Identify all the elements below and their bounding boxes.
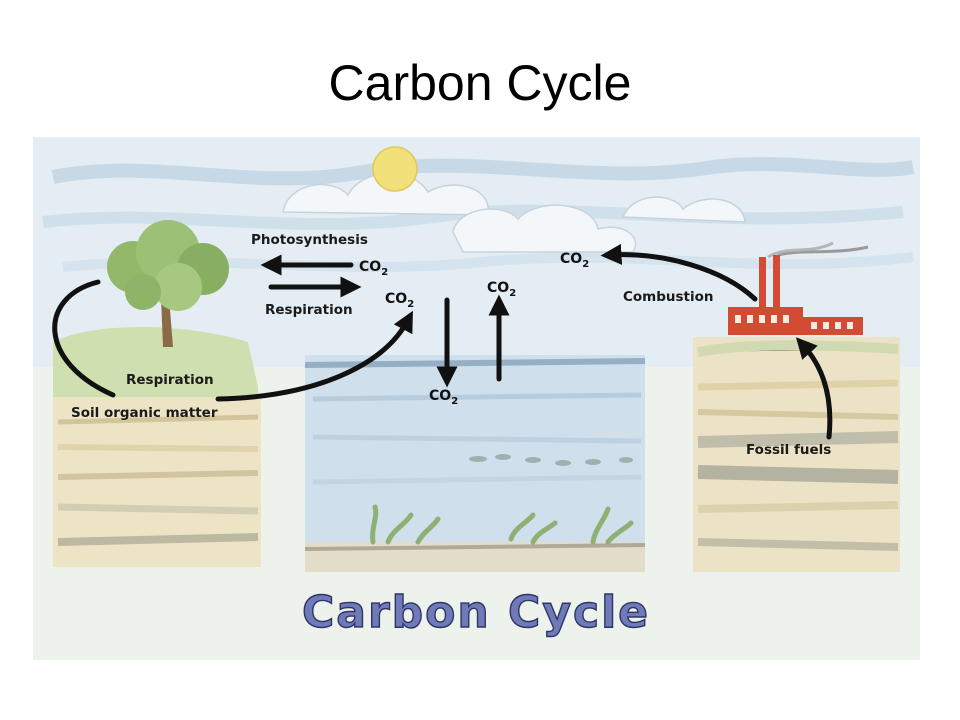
co2-label-tree: CO2	[359, 259, 388, 278]
ocean	[304, 355, 646, 572]
co2-label-center-left: CO2	[385, 291, 414, 310]
combustion-arrow	[600, 243, 758, 302]
label-respiration-left: Respiration	[126, 372, 214, 388]
arrows	[52, 243, 833, 440]
label-combustion: Combustion	[623, 289, 714, 305]
carbon-cycle-diagram: Photosynthesis Respiration Respiration S…	[33, 137, 920, 660]
factory-icon	[728, 241, 869, 335]
co2-label-center-right: CO2	[487, 280, 516, 299]
tree-icon	[107, 220, 229, 347]
seaweed-icon	[370, 504, 634, 545]
diagram-banner: Carbon Cycle	[302, 587, 650, 638]
label-respiration-top: Respiration	[265, 302, 353, 318]
label-fossil-fuels: Fossil fuels	[746, 442, 831, 458]
label-photosynthesis: Photosynthesis	[251, 232, 368, 248]
co2-label-ocean: CO2	[429, 388, 458, 407]
soil-to-atmosphere-arrow	[215, 310, 413, 402]
sun-icon	[372, 146, 418, 192]
label-soil-organic-matter: Soil organic matter	[71, 405, 218, 421]
slide-title: Carbon Cycle	[328, 55, 632, 111]
soil-respiration-arrow	[52, 279, 116, 398]
left-land	[53, 327, 261, 567]
fossil-fuels-arrow	[795, 337, 833, 440]
right-land	[693, 337, 900, 572]
co2-label-combustion: CO2	[560, 251, 589, 270]
clouds	[282, 172, 746, 253]
fish-icon	[469, 454, 633, 466]
